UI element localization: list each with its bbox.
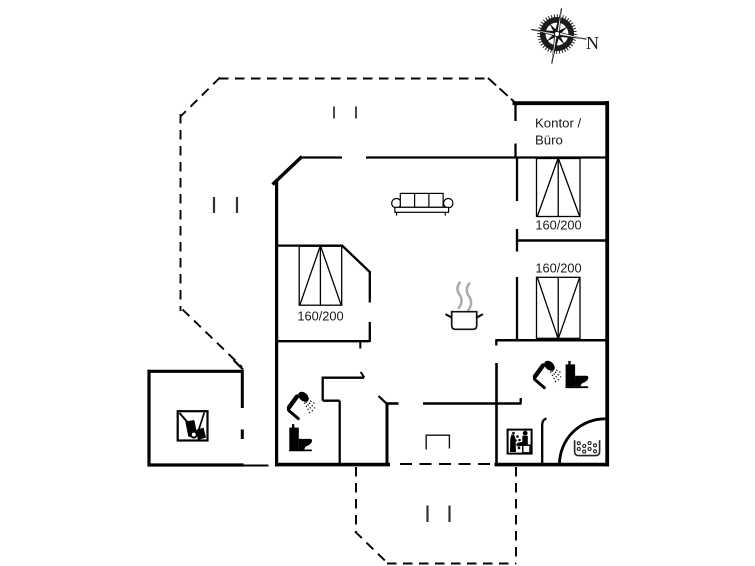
svg-text:Kontor /: Kontor / (535, 116, 582, 131)
svg-text:160/200: 160/200 (535, 261, 581, 276)
svg-text:160/200: 160/200 (297, 309, 343, 324)
svg-text:Büro: Büro (535, 133, 563, 148)
svg-text:N: N (586, 33, 599, 53)
svg-text:160/200: 160/200 (535, 218, 581, 233)
